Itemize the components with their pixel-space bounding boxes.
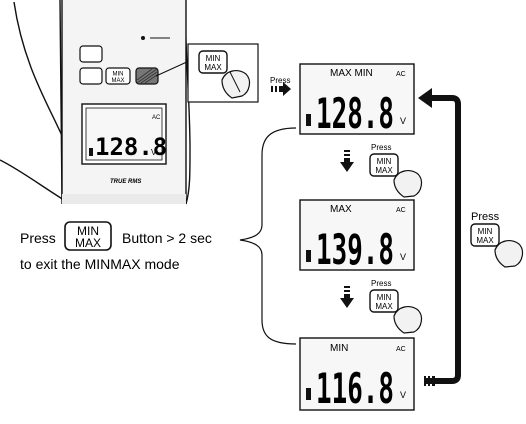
press-label-2: Press (371, 279, 391, 288)
instruction-suffix: Button > 2 sec (122, 230, 212, 246)
press-button-1-bottom: MAX (375, 166, 393, 175)
display-maxmin-ac: AC (396, 71, 406, 78)
meter-minmax-label-top: MIN (113, 72, 124, 78)
press-button-2-bottom: MAX (375, 302, 393, 311)
meter-lcd-reading: 128.8 (95, 133, 167, 161)
display-maxmin-battery-icon (306, 114, 311, 126)
display-max-ac: AC (396, 207, 406, 214)
meter-lcd-ac-symbol: AC (152, 115, 161, 121)
return-loop-arrow (418, 88, 461, 386)
press-button-2: MIN MAX (369, 289, 423, 334)
finger-icon-1 (393, 170, 423, 198)
press-button-return-bottom: MAX (476, 236, 494, 245)
instruction-button-bottom: MAX (75, 236, 101, 250)
callout-minmax-button[interactable] (198, 50, 228, 74)
display-min-ac: AC (396, 346, 406, 353)
meter-brand-text: TRUE RMS (110, 179, 141, 185)
instruction-press: Press (20, 230, 56, 246)
bracket-line (239, 127, 297, 345)
display-max-unit: V (400, 252, 406, 262)
press-button-return-top: MIN (478, 227, 493, 236)
press-button-1-top: MIN (377, 157, 392, 166)
callout-box: MIN MAX (187, 43, 259, 103)
instruction-line2: to exit the MINMAX mode (20, 256, 180, 272)
meter-hand-line (0, 159, 65, 201)
display-maxmin-reading: 128.8 (316, 89, 394, 138)
display-maxmin: MAX MIN AC 128.8 V (299, 63, 415, 138)
display-min-reading: 116.8 (316, 364, 394, 413)
press-label-1: Press (371, 143, 391, 152)
press-label-top: Press (270, 76, 290, 85)
meter-button-blank[interactable] (79, 67, 103, 85)
finger-icon-return (494, 240, 524, 268)
press-button-return: MIN MAX (470, 223, 524, 268)
meter-minmax-label-bottom: MAX (111, 78, 124, 84)
press-arrow-icon (271, 82, 291, 96)
display-max: MAX AC 139.8 V (299, 199, 415, 274)
display-maxmin-unit: V (400, 116, 406, 126)
display-min-mode: MIN (330, 343, 348, 354)
instruction-button-top: MIN (77, 224, 99, 238)
press-label-return: Press (471, 211, 500, 223)
display-max-reading: 139.8 (316, 225, 394, 274)
meter-minmax-button[interactable] (105, 67, 131, 85)
meter-lcd-battery-icon (89, 148, 93, 156)
display-min-unit: V (400, 390, 406, 400)
exit-instruction: Press MIN MAX Button > 2 sec to exit the… (20, 221, 212, 272)
down-arrow-2 (340, 286, 354, 308)
press-button-2-top: MIN (377, 293, 392, 302)
meter-face (62, 0, 186, 204)
display-max-mode: MAX (330, 204, 352, 215)
meter-button-blank-top[interactable] (79, 45, 103, 63)
display-max-battery-icon (306, 250, 311, 262)
instruction-minmax-button (64, 221, 112, 251)
down-arrow-1 (340, 150, 354, 172)
callout-button-label-top: MIN (206, 54, 221, 63)
display-maxmin-mode: MAX MIN (330, 68, 373, 79)
meter-lcd-unit: V (151, 148, 157, 157)
finger-icon-2 (393, 306, 423, 334)
press-button-1: MIN MAX (369, 153, 423, 198)
display-min: MIN AC 116.8 V (299, 337, 415, 413)
callout-button-label-bottom: MAX (204, 63, 222, 72)
display-min-battery-icon (306, 388, 311, 400)
